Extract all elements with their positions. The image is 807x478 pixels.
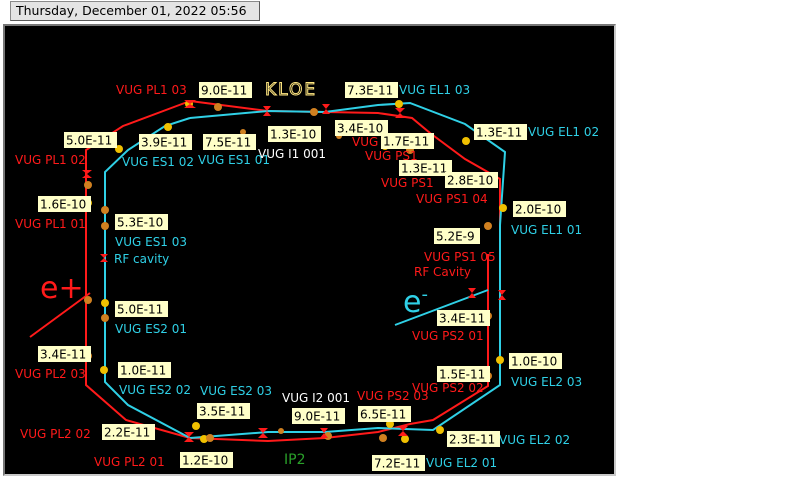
pressure-value-tag: 5.0E-11 (64, 132, 117, 148)
pressure-value: 1.5E-11 (439, 368, 485, 382)
pressure-value: 1.3E-10 (270, 128, 316, 142)
pressure-value-tag: 1.7E-11 (381, 133, 434, 149)
gauge-label-vug-es2-03: VUG ES2 03 (200, 384, 272, 398)
kloe-title: KLOE (265, 80, 317, 100)
pressure-value-tag: 1.3E-10 (268, 126, 321, 142)
pressure-value-tag: 3.4E-11 (437, 310, 490, 326)
pressure-value: 1.3E-11 (476, 126, 522, 140)
gauge-label-vug-es1-02: VUG ES1 02 (122, 155, 194, 169)
pressure-value-tag: 7.3E-11 (345, 82, 398, 98)
pressure-value-tag: 9.0E-11 (292, 408, 345, 424)
pressure-value: 5.2E-9 (436, 230, 475, 244)
pressure-value: 1.0E-11 (120, 364, 166, 378)
pressure-value: 3.4E-11 (40, 348, 86, 362)
gauge-label-vug-el2-02: VUG EL2 02 (499, 433, 570, 447)
pressure-value-tag: 2.2E-11 (102, 424, 155, 440)
pressure-value: 7.2E-11 (374, 457, 420, 471)
pressure-value-tag: 2.3E-11 (447, 431, 500, 447)
pressure-value-tag: 3.9E-11 (139, 134, 192, 150)
pressure-value: 2.0E-10 (515, 203, 561, 217)
pressure-value-tag: 2.8E-10 (445, 172, 498, 188)
gauge-label-rf-cavity-1: RF cavity (114, 252, 169, 266)
pressure-value: 3.5E-11 (199, 405, 245, 419)
gauge-label-vug-pl1-03: VUG PL1 03 (116, 83, 187, 97)
pressure-value: 2.3E-11 (449, 433, 495, 447)
gauge-label-vug-pl1-01: VUG PL1 01 (15, 217, 86, 231)
gauge-markers (84, 100, 507, 443)
pressure-value: 5.3E-10 (117, 216, 163, 230)
pressure-value: 7.3E-11 (347, 84, 393, 98)
gauge-label-vug-ps2-01: VUG PS2 01 (412, 329, 484, 343)
pressure-value-tag: 1.0E-10 (509, 353, 562, 369)
pressure-value: 3.9E-11 (141, 136, 187, 150)
pressure-value: 3.4E-11 (439, 312, 485, 326)
pressure-value: 7.5E-11 (205, 136, 251, 150)
electron-beam-label: e- (403, 284, 428, 320)
gauge-label-vug-i1-001: VUG I1 001 (258, 147, 326, 161)
gauge-label-vug-ps1-b: VUG PS1 (365, 149, 418, 163)
pressure-value-tag: 7.2E-11 (372, 455, 425, 471)
pressure-value-tag: 5.2E-9 (434, 228, 480, 244)
pressure-value: 2.2E-11 (104, 426, 150, 440)
gauge-label-vug-pl2-01: VUG PL2 01 (94, 455, 165, 469)
gauge-label-rf-cavity-2: RF Cavity (414, 265, 471, 279)
gauge-label-vug-ps1-c: VUG PS1 (381, 176, 434, 190)
gauge-label-vug-pl2-03: VUG PL2 03 (15, 367, 86, 381)
datetime-bar: Thursday, December 01, 2022 05:56 (10, 1, 260, 21)
pressure-value: 6.5E-11 (360, 408, 406, 422)
pressure-value: 1.2E-10 (182, 454, 228, 468)
pressure-value-tag: 1.3E-11 (399, 160, 452, 176)
gauge-label-vug-el1-01: VUG EL1 01 (511, 223, 582, 237)
pressure-value-tag: 2.0E-10 (513, 201, 566, 217)
pressure-value-tag: 1.6E-10 (38, 196, 91, 212)
pressure-value-tag: 5.0E-11 (115, 301, 168, 317)
positron-beam-label: e+ (40, 271, 84, 306)
valve-markers (82, 100, 506, 442)
pressure-value-tag: 3.5E-11 (197, 403, 250, 419)
pressure-value-tag: 1.5E-11 (437, 366, 490, 382)
gauge-label-vug-el1-02: VUG EL1 02 (528, 125, 599, 139)
pressure-value: 9.0E-11 (294, 410, 340, 424)
ip2-label: IP2 (284, 452, 305, 468)
pressure-value: 5.0E-11 (66, 134, 112, 148)
pressure-value: 5.0E-11 (117, 303, 163, 317)
gauge-label-vug-pl2-02: VUG PL2 02 (20, 427, 91, 441)
pressure-value-tag: 7.5E-11 (203, 134, 256, 150)
gauge-label-vug-el2-03: VUG EL2 03 (511, 375, 582, 389)
gauge-label-vug-i2-001: VUG I2 001 (282, 391, 350, 405)
gauge-label-vug-pl1-02: VUG PL1 02 (15, 153, 86, 167)
pressure-value-tag: 9.0E-11 (199, 82, 252, 98)
pressure-value: 2.8E-10 (447, 174, 493, 188)
pressure-value: 1.7E-11 (383, 135, 429, 149)
gauge-label-vug-ps1-05: VUG PS1 05 (424, 250, 496, 264)
gauge-label-vug-es2-01: VUG ES2 01 (115, 322, 187, 336)
pressure-value-tag: 1.3E-11 (474, 124, 527, 140)
pressure-value-tag: 5.3E-10 (115, 214, 168, 230)
gauge-label-vug-es2-02: VUG ES2 02 (119, 383, 191, 397)
gauge-label-vug-ps1-04: VUG PS1 04 (416, 192, 488, 206)
pressure-value: 1.0E-10 (511, 355, 557, 369)
gauge-label-vug-el2-01: VUG EL2 01 (426, 456, 497, 470)
gauge-label-vug-ps2-03: VUG PS2 03 (357, 389, 429, 403)
pressure-value-tag: 1.2E-10 (180, 452, 233, 468)
gauge-label-vug-ps2-02: VUG PS2 02 (412, 381, 484, 395)
pressure-value-tag: 3.4E-10 (335, 120, 388, 136)
pressure-value-tag: 6.5E-11 (358, 406, 411, 422)
gauge-label-vug-el1-03: VUG EL1 03 (399, 83, 470, 97)
pressure-value-tag: 3.4E-11 (38, 346, 91, 362)
pressure-value: 9.0E-11 (201, 84, 247, 98)
pressure-values: 9.0E-11 7.3E-11 5.0E-11 3.9E-11 7.5E-11 1.3E-… (38, 82, 566, 471)
pressure-value-tag: 1.0E-11 (118, 362, 171, 378)
pressure-value: 1.3E-11 (401, 162, 447, 176)
pressure-value: 3.4E-10 (337, 122, 383, 136)
pressure-value: 1.6E-10 (40, 198, 86, 212)
gauge-label-vug-es1-03: VUG ES1 03 (115, 235, 187, 249)
gauge-label-vug-es1-01: VUG ES1 01 (198, 153, 270, 167)
